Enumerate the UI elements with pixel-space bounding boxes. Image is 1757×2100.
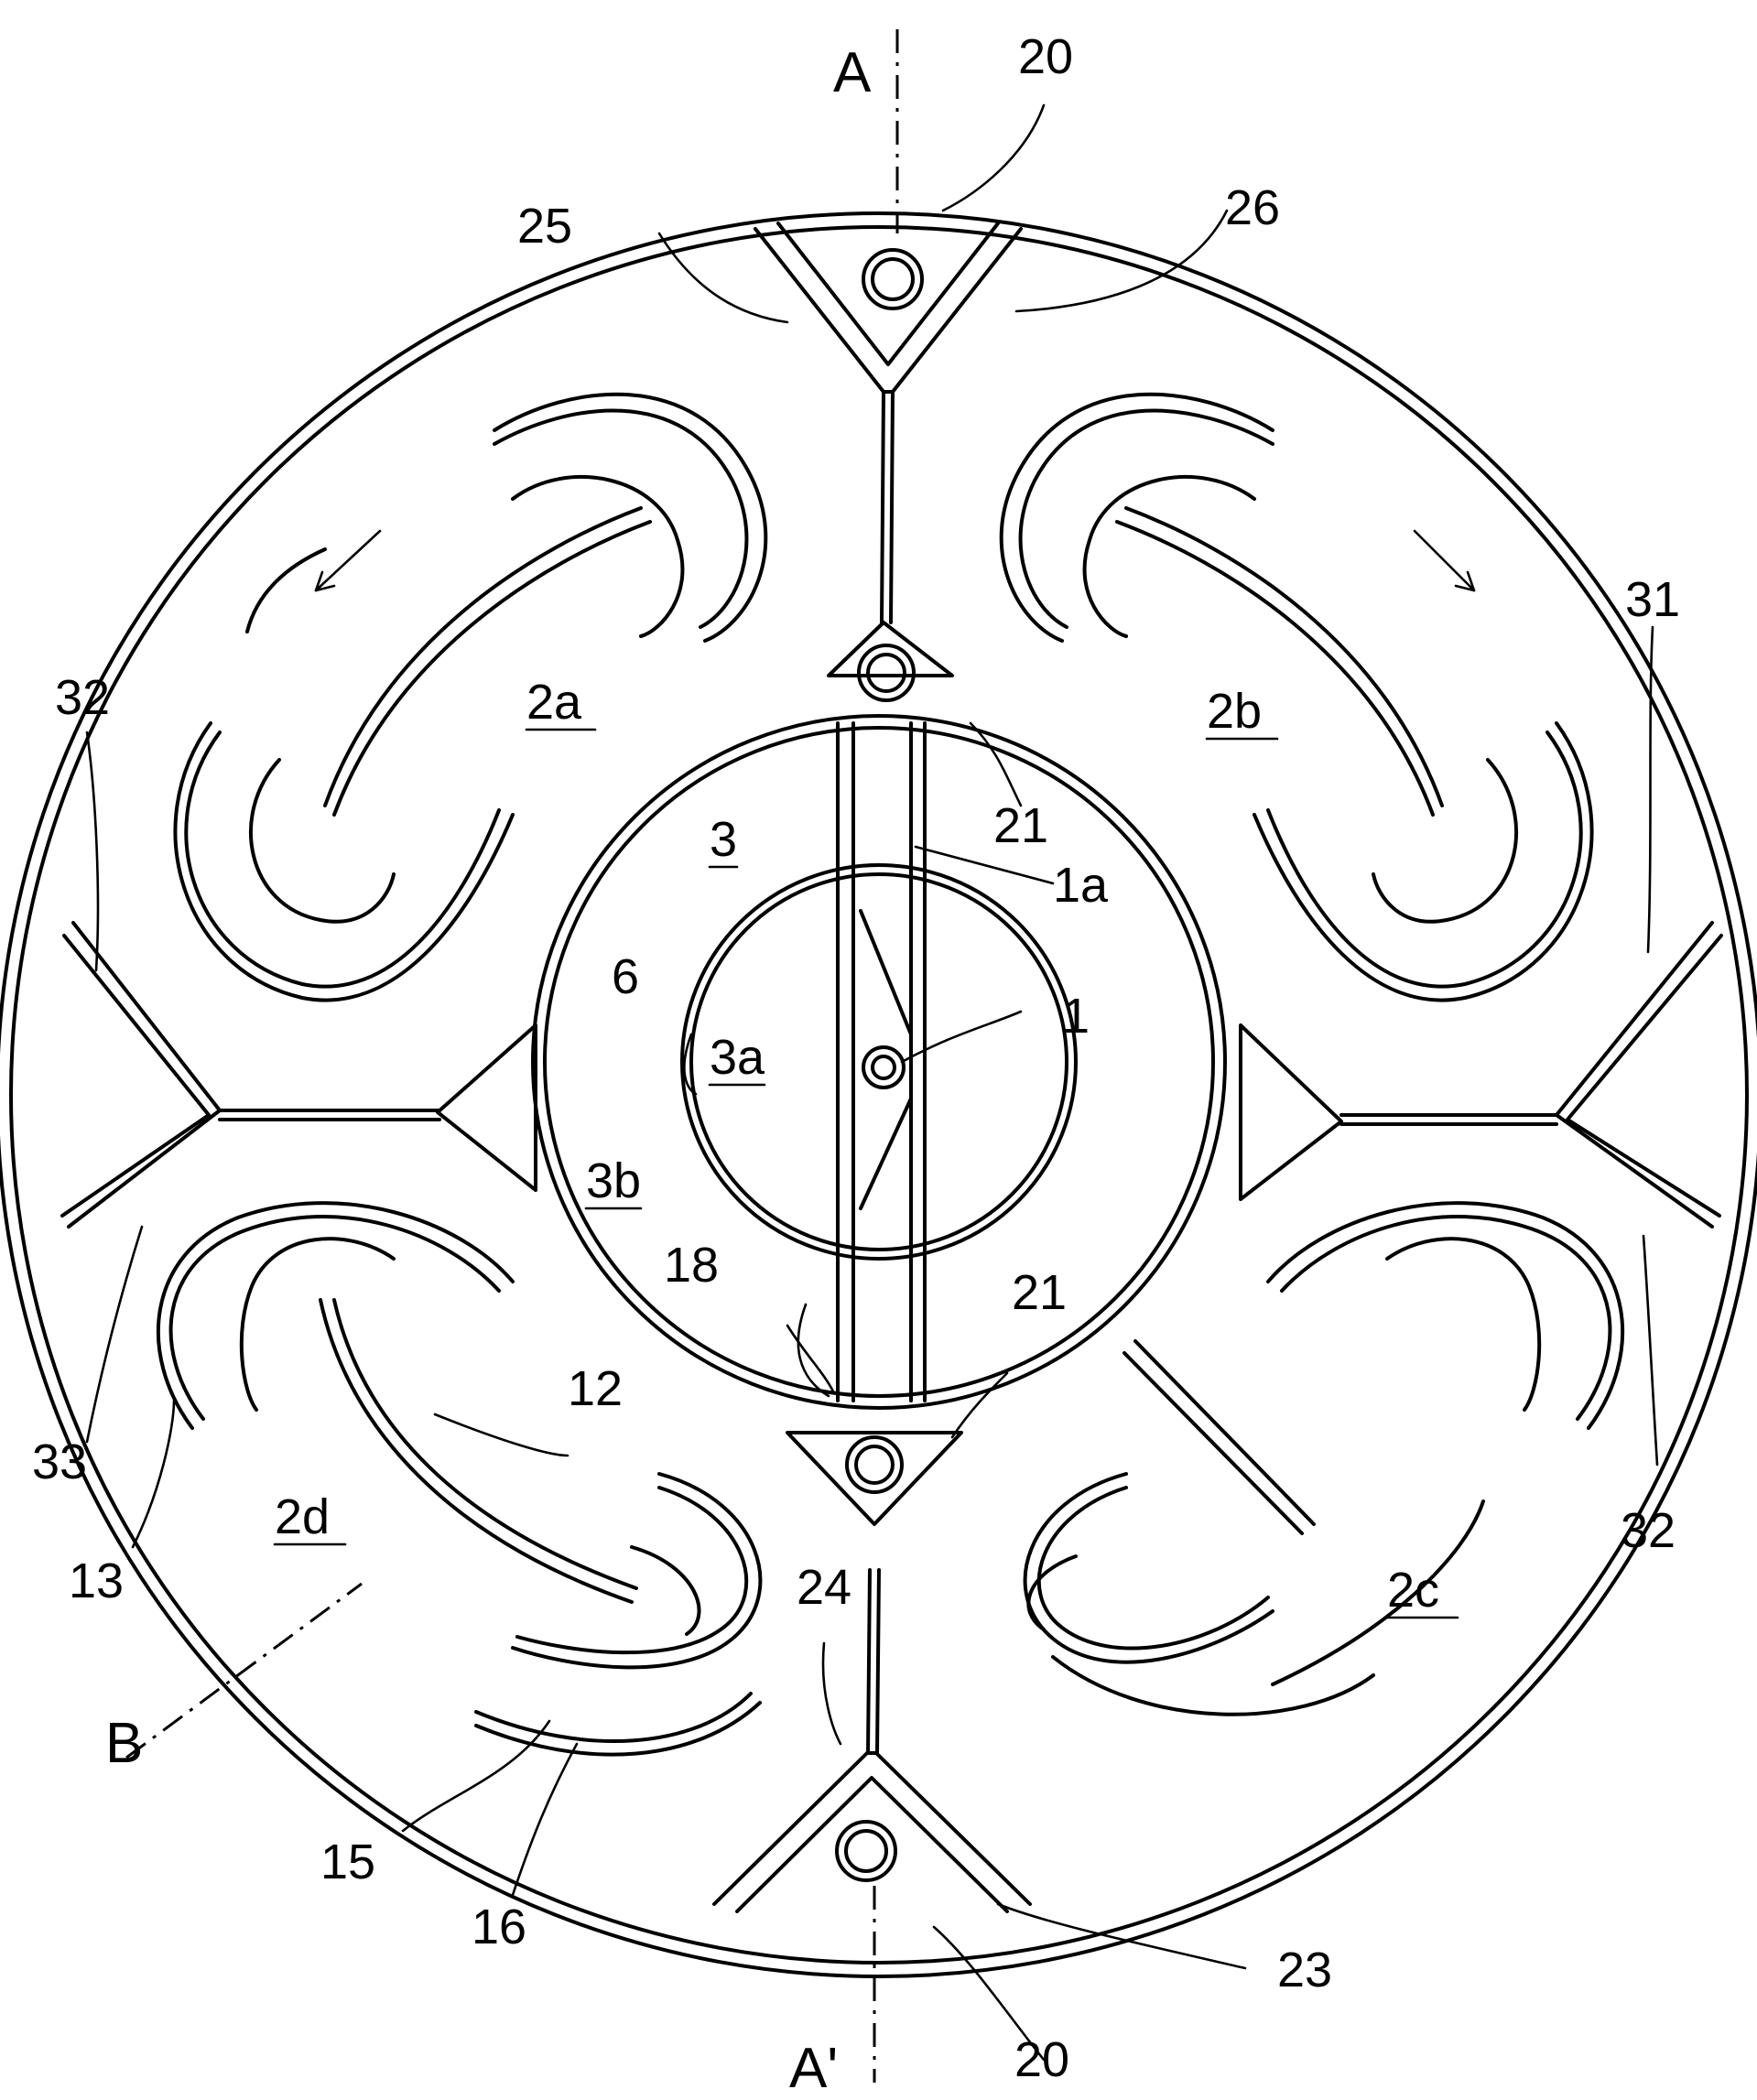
label-20-top: 20	[1018, 29, 1073, 84]
label-21-bottom: 21	[1012, 1265, 1067, 1320]
label-2a: 2a	[526, 675, 582, 730]
label-16: 16	[472, 1900, 526, 1954]
label-b: B	[105, 1712, 143, 1775]
label-2c: 2c	[1387, 1563, 1439, 1618]
label-2b: 2b	[1207, 684, 1262, 739]
label-1: 1	[1062, 989, 1090, 1044]
flow-arrows	[314, 529, 1476, 592]
bottom-chamber-20	[712, 1751, 1032, 1913]
label-13: 13	[69, 1553, 124, 1608]
label-3: 3	[710, 812, 737, 867]
serpentine-2c	[1023, 1201, 1625, 1716]
hub-triangles	[436, 621, 1343, 1526]
label-underlines	[273, 728, 1459, 1619]
serpentine-2a	[173, 392, 768, 1002]
label-a-top: A	[833, 41, 872, 104]
diagonal-wall-2c	[1123, 1339, 1316, 1535]
label-20-bottom: 20	[1014, 2032, 1069, 2087]
label-21-top: 21	[993, 798, 1048, 853]
label-15: 15	[320, 1835, 375, 1889]
outer-rim	[0, 211, 1757, 1978]
label-32-right: 32	[1621, 1503, 1676, 1558]
serpentine-2d	[156, 1201, 763, 1757]
labels: A A' B 20 20 25 26 31 32 32 33 13 12 15 …	[32, 29, 1680, 2100]
label-a-bottom: A'	[789, 2037, 838, 2095]
hub-ring	[531, 714, 1227, 1410]
label-23: 23	[1277, 1943, 1332, 1997]
label-31: 31	[1625, 572, 1680, 627]
label-33: 33	[32, 1434, 87, 1489]
label-3a: 3a	[710, 1030, 765, 1085]
label-2d: 2d	[275, 1489, 330, 1544]
section-line-b	[125, 1582, 363, 1759]
horizontal-walls	[60, 921, 1723, 1229]
label-18: 18	[664, 1238, 719, 1293]
label-1a: 1a	[1053, 858, 1109, 913]
label-24: 24	[797, 1560, 851, 1615]
central-channel-1a	[836, 721, 927, 1402]
label-3b: 3b	[586, 1153, 641, 1208]
section-line-a	[873, 29, 899, 2083]
serpentine-2b	[999, 392, 1594, 1002]
label-25: 25	[517, 199, 572, 254]
top-chamber-20	[754, 222, 1023, 394]
label-26: 26	[1225, 180, 1280, 235]
vertical-walls	[866, 390, 895, 1755]
label-32-left: 32	[55, 670, 110, 725]
label-12: 12	[568, 1361, 623, 1416]
label-6: 6	[612, 949, 639, 1004]
leader-lines	[85, 103, 1659, 2062]
